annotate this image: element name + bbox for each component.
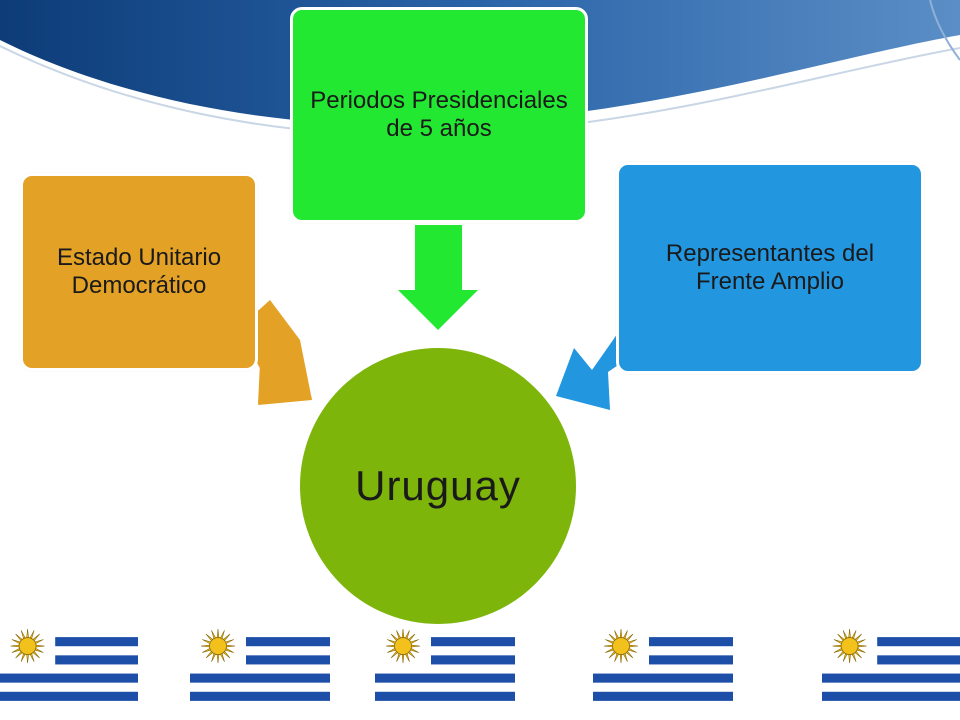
uruguay-flag-icon bbox=[822, 628, 960, 710]
uruguay-flag-icon bbox=[375, 628, 515, 710]
uruguay-flag-icon bbox=[0, 628, 138, 710]
node-estado-unitario: Estado Unitario Democrático bbox=[20, 173, 258, 371]
arrow-top-to-center bbox=[398, 225, 478, 330]
node-periodos-presidenciales: Periodos Presidenciales de 5 años bbox=[290, 7, 588, 223]
center-node-uruguay: Uruguay bbox=[297, 345, 579, 627]
sun-icon bbox=[18, 637, 37, 655]
header-swoosh-line-2 bbox=[929, 0, 960, 61]
center-label: Uruguay bbox=[355, 462, 521, 509]
sun-icon bbox=[840, 637, 859, 655]
uruguay-flag-icon bbox=[593, 628, 733, 710]
sun-icon bbox=[209, 637, 227, 655]
node-label-right: Representantes del Frente Amplio bbox=[665, 240, 875, 295]
node-label-left: Estado Unitario Democrático bbox=[56, 244, 222, 299]
sun-icon bbox=[394, 637, 412, 655]
node-representantes: Representantes del Frente Amplio bbox=[616, 162, 924, 374]
uruguay-flag-icon bbox=[190, 628, 330, 710]
node-label-top: Periodos Presidenciales de 5 años bbox=[310, 87, 568, 142]
sun-icon bbox=[612, 637, 630, 655]
